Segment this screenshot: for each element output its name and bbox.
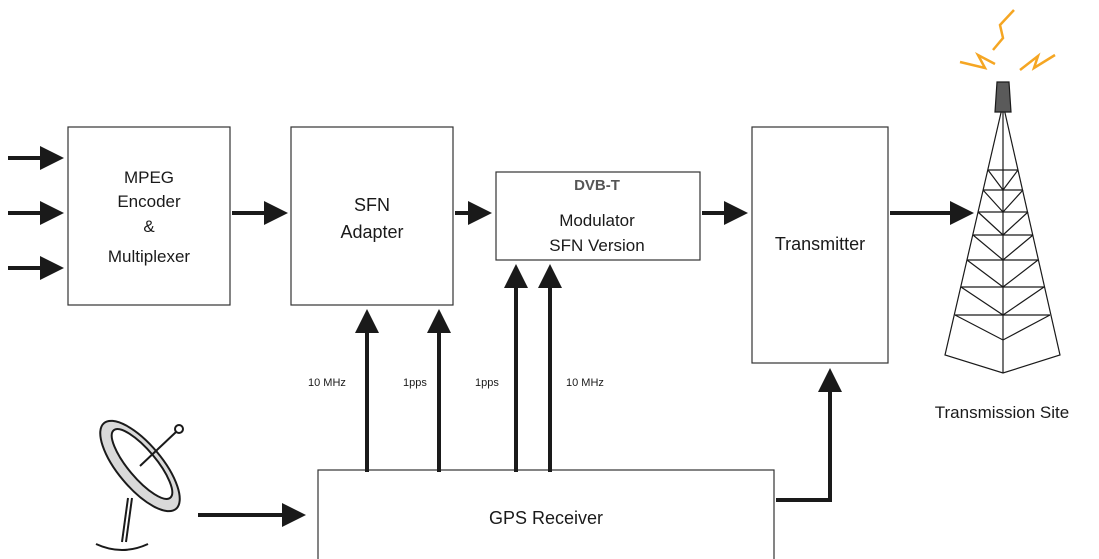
mpeg-line-1: MPEG [124, 168, 174, 187]
mpeg-line-4: Multiplexer [108, 247, 191, 266]
satellite-dish-icon [95, 419, 184, 551]
gps-to-transmitter-arrow [776, 368, 842, 502]
adapter-10mhz-label: 10 MHz [308, 377, 346, 389]
sfn-adapter-block: SFN Adapter [290, 126, 454, 306]
mpeg-line-2: Encoder [117, 192, 181, 211]
modulator-10mhz-label: 10 MHz [566, 377, 604, 389]
gps-label: GPS Receiver [489, 508, 603, 528]
mpeg-encoder-block: MPEG Encoder & Multiplexer [67, 126, 231, 306]
signal-bolt-icon [959, 9, 1056, 71]
adapter-1pps-label: 1pps [403, 377, 427, 389]
transmitter-block: Transmitter [751, 126, 889, 364]
tower-caption: Transmission Site [935, 403, 1069, 422]
modulator-1pps-label: 1pps [475, 377, 499, 389]
sfn-adapter-line-1: SFN [354, 195, 390, 215]
dvbt-modulator-block: DVB-T Modulator SFN Version [495, 171, 701, 261]
transmitter-label: Transmitter [775, 234, 865, 254]
modulator-line-1: Modulator [559, 211, 635, 230]
modulator-title: DVB-T [574, 177, 620, 194]
modulator-line-2: SFN Version [549, 236, 644, 255]
mpeg-line-3: & [143, 217, 155, 236]
gps-receiver-block: GPS Receiver [317, 469, 775, 559]
transmission-tower-icon [944, 81, 1061, 374]
sfn-adapter-line-2: Adapter [340, 222, 403, 242]
